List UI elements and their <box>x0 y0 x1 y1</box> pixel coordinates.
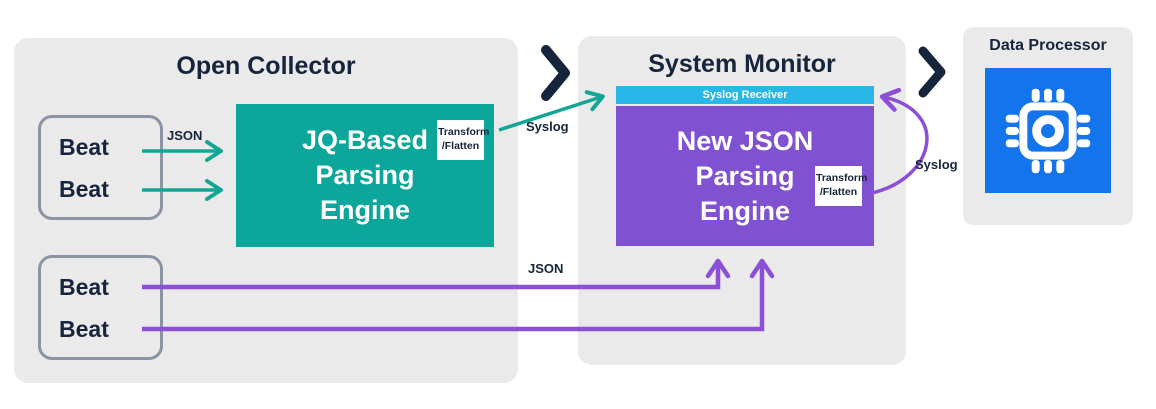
beat-label: Beat <box>59 273 109 300</box>
system-monitor-panel: System Monitor Syslog Receiver New JSON … <box>578 36 906 365</box>
transform-flatten-badge: Transform /Flatten <box>815 166 867 206</box>
jq-parsing-engine-label: JQ-Based Parsing Engine <box>301 125 429 225</box>
transform-flatten-badge: Transform /Flatten <box>437 120 489 160</box>
syslog-receiver-bar: Syslog Receiver <box>616 86 874 104</box>
json-label-top: JSON <box>167 128 203 143</box>
json-label-bottom: JSON <box>528 261 564 276</box>
beat-label: Beat <box>59 133 109 160</box>
syslog-label-loop: Syslog <box>915 157 958 172</box>
data-processor-panel: Data Processor <box>963 27 1133 225</box>
syslog-label-in: Syslog <box>526 119 569 134</box>
beat-label: Beat <box>59 315 109 342</box>
open-collector-panel: Open Collector Beat Beat JQ-Based Parsin… <box>14 38 518 383</box>
open-collector-title: Open Collector <box>176 52 356 80</box>
chevron-right-icon <box>918 46 946 98</box>
json-parsing-engine-label: New JSON Parsing Engine <box>676 125 814 226</box>
beat-label: Beat <box>59 175 109 202</box>
system-monitor-title: System Monitor <box>648 50 836 78</box>
processor-chip-tile <box>985 68 1111 193</box>
chevron-right-icon <box>541 45 570 101</box>
beat-group-bottom: Beat Beat <box>38 255 163 360</box>
jq-parsing-engine-box: JQ-Based Parsing Engine Transform /Flatt… <box>236 104 494 247</box>
data-processor-title: Data Processor <box>989 37 1107 54</box>
chip-icon <box>1005 88 1091 173</box>
beat-group-top: Beat Beat <box>38 115 163 220</box>
json-parsing-engine-box: New JSON Parsing Engine Transform /Flatt… <box>616 106 874 246</box>
